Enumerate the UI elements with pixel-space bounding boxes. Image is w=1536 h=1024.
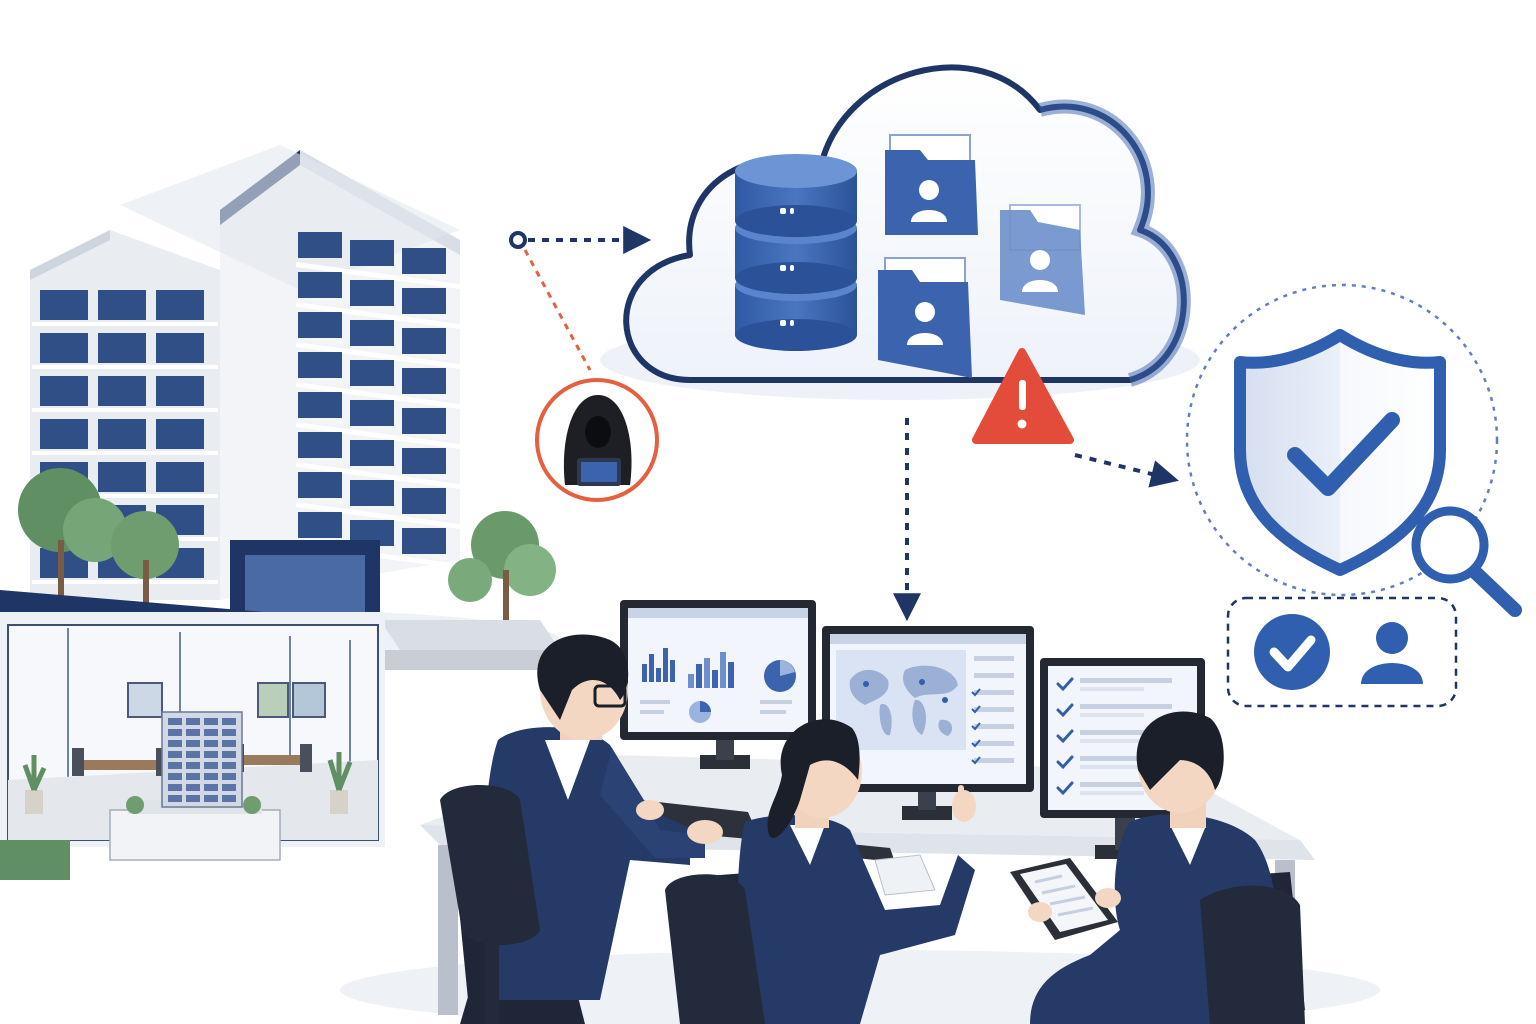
window <box>156 333 204 363</box>
window <box>40 290 88 320</box>
window <box>298 272 342 298</box>
window <box>98 376 146 406</box>
window <box>40 376 88 406</box>
analytics-monitor <box>620 600 816 769</box>
window <box>350 400 394 426</box>
window <box>350 440 394 466</box>
warning-triangle-icon <box>972 348 1074 444</box>
window <box>298 312 342 338</box>
window <box>98 333 146 363</box>
window <box>298 432 342 458</box>
window <box>156 419 204 449</box>
window <box>350 360 394 386</box>
window <box>156 376 204 406</box>
window <box>40 333 88 363</box>
window <box>98 462 146 492</box>
shield-check-icon <box>1234 329 1446 576</box>
tablet <box>1010 858 1118 940</box>
window <box>350 480 394 506</box>
window <box>402 248 446 274</box>
threat-map-monitor <box>822 626 1034 820</box>
window <box>98 290 146 320</box>
window <box>402 328 446 354</box>
window <box>402 448 446 474</box>
folder-user-icon <box>885 134 978 235</box>
hooded-hacker-icon <box>535 378 659 502</box>
apartment-building <box>0 145 560 670</box>
database-icon <box>735 154 857 351</box>
window <box>402 528 446 554</box>
folder-user-icon <box>878 257 972 378</box>
window <box>298 232 342 258</box>
window <box>40 419 88 449</box>
sales-showroom <box>0 590 385 880</box>
window <box>402 288 446 314</box>
window <box>156 290 204 320</box>
window <box>298 392 342 418</box>
magnifier-icon <box>1411 506 1522 617</box>
folder-user-icon <box>1000 204 1085 315</box>
protection-panel <box>1185 283 1522 708</box>
window <box>402 368 446 394</box>
window <box>350 240 394 266</box>
window <box>298 472 342 498</box>
flow-arrows <box>893 418 1179 622</box>
office-chairs <box>440 785 1305 1024</box>
window <box>298 352 342 378</box>
threat-path <box>509 226 652 371</box>
user-icon <box>1361 622 1423 684</box>
cloud-storage <box>600 64 1200 444</box>
check-circle-icon <box>1254 614 1330 690</box>
trees <box>18 468 556 625</box>
window <box>402 488 446 514</box>
window <box>98 419 146 449</box>
window <box>298 512 342 538</box>
window <box>156 462 204 492</box>
window <box>350 320 394 346</box>
window <box>402 408 446 434</box>
window <box>350 280 394 306</box>
